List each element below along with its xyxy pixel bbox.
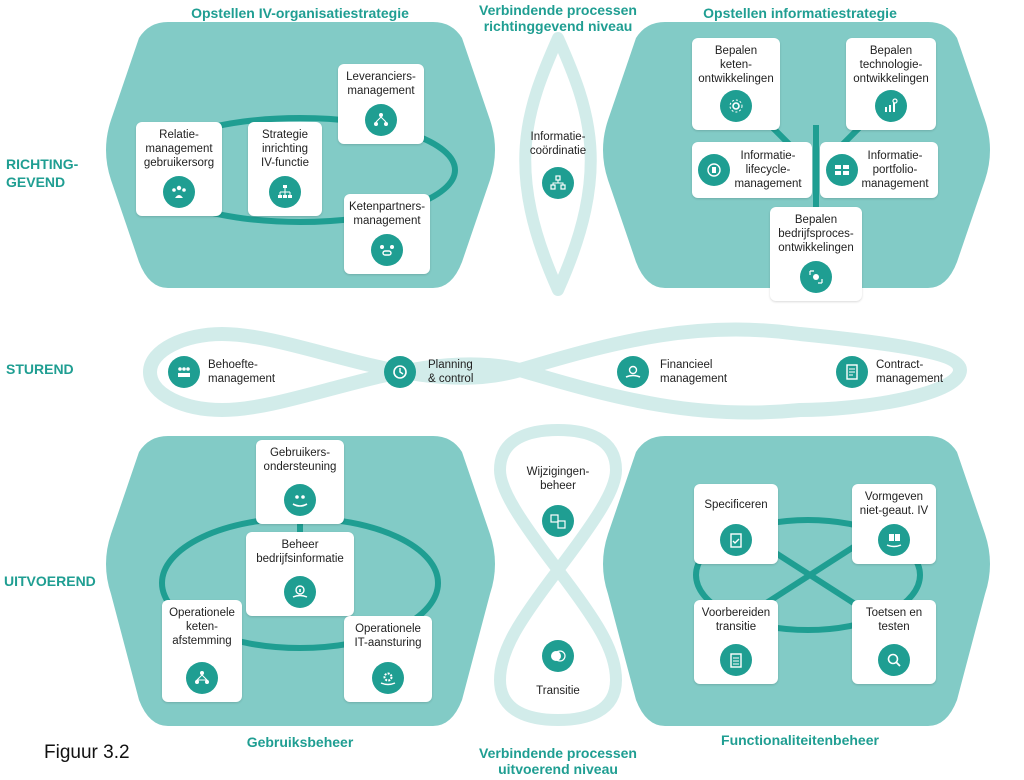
card-bepalen-ketenontwikkelingen: Bepalen keten- ontwikkelingen (692, 38, 780, 130)
card-label: Informatie- lifecycle- management (734, 150, 802, 190)
tech-chart-icon (875, 90, 907, 122)
magnifier-code-icon (878, 644, 910, 676)
ring-functionaliteitenbeheer (693, 517, 923, 633)
card-label: Beheer bedrijfsinformatie (256, 539, 344, 565)
card-operationele-it-aansturing: Operationele IT-aansturing (344, 616, 432, 702)
card-relatiemanagement: Relatie- management gebruikersorg (136, 122, 222, 216)
label-contractmanagement: Contract- management (876, 359, 944, 385)
gear-hands-icon (372, 662, 404, 694)
card-bepalen-technologieontwikkelingen: Bepalen technologie- ontwikkelingen (846, 38, 936, 130)
label-informatiecoordinatie: Informatie- coördinatie (529, 131, 587, 157)
card-toetsen-testen: Toetsen en testen (852, 600, 936, 684)
heading-verbindende-uitvoerend: Verbindende processen uitvoerend niveau (479, 745, 637, 777)
support-hands-icon (284, 484, 316, 516)
heading-verbindende-richtinggevend: Verbindende processen richtinggevend niv… (479, 2, 637, 34)
row-label-sturend: STUREND (6, 361, 74, 377)
card-label: Operationele keten- afstemming (169, 607, 235, 647)
info-hand-icon (284, 576, 316, 608)
card-label: Voorbereiden transitie (701, 607, 771, 633)
people-triangle-icon (186, 662, 218, 694)
card-label: Bepalen keten- ontwikkelingen (698, 45, 774, 85)
card-ketenpartnersmanagement: Ketenpartners- management (344, 194, 430, 274)
card-specificeren: Specificeren (694, 484, 778, 564)
hierarchy-icon (542, 167, 574, 199)
card-informatielifecyclemanagement: Informatie- lifecycle- management (692, 142, 812, 198)
card-label: Bepalen technologie- ontwikkelingen (853, 45, 929, 85)
heading-informatiestrategie: Opstellen informatiestrategie (703, 5, 897, 21)
card-label: Specificeren (704, 499, 768, 511)
band-sturend (142, 322, 968, 420)
row-label-uitvoerend: UITVOEREND (4, 573, 96, 589)
money-hand-icon (617, 356, 649, 388)
people-group-icon (163, 176, 195, 208)
contract-icon (836, 356, 868, 388)
card-label: Strategie inrichting IV-functie (261, 129, 309, 169)
card-informatieportfoliomanagement: Informatie- portfolio- management (820, 142, 938, 198)
card-label: Bepalen bedrijfsproces- ontwikkelingen (778, 214, 854, 254)
lifecycle-icon (698, 154, 730, 186)
documents-hands-icon (878, 524, 910, 556)
network-people-icon (365, 104, 397, 136)
cycle-control-icon (384, 356, 416, 388)
clipboard-check-icon (720, 524, 752, 556)
card-label: Toetsen en testen (865, 607, 923, 633)
lens-top-connector (519, 32, 597, 296)
card-label: Vormgeven niet-geaut. IV (859, 491, 929, 517)
figure-caption: Figuur 3.2 (44, 742, 130, 763)
card-strategie-inrichting: Strategie inrichting IV-functie (248, 122, 322, 216)
gear-network-icon (720, 90, 752, 122)
card-label: Leveranciers- management (346, 71, 416, 97)
band-bottom-connector (493, 423, 623, 727)
heading-iv-organisatiestrategie: Opstellen IV-organisatiestrategie (191, 5, 409, 21)
card-gebruikersondersteuning: Gebruikers- ondersteuning (256, 440, 344, 524)
card-label: Relatie- management gebruikersorg (143, 129, 215, 169)
change-ab-icon (542, 505, 574, 537)
chain-people-icon (371, 234, 403, 266)
card-label: Ketenpartners- management (348, 201, 426, 227)
card-vormgeven-niet-geautomatiseerd: Vormgeven niet-geaut. IV (852, 484, 936, 564)
label-planning-control: Planning & control (428, 359, 474, 385)
heading-functionaliteitenbeheer: Functionaliteitenbeheer (721, 732, 879, 748)
card-bepalen-bedrijfsprocesontwikkelingen: Bepalen bedrijfsproces- ontwikkelingen (770, 207, 862, 301)
checklist-icon (720, 644, 752, 676)
portfolio-grid-icon (826, 154, 858, 186)
label-wijzigingenbeheer: Wijzigingen- beheer (526, 466, 590, 492)
heading-gebruiksbeheer: Gebruiksbeheer (246, 734, 354, 750)
card-label: Operationele IT-aansturing (354, 623, 422, 649)
transition-icon (542, 640, 574, 672)
card-beheer-bedrijfsinformatie: Beheer bedrijfsinformatie (246, 532, 354, 616)
process-gear-icon (800, 261, 832, 293)
card-label: Gebruikers- ondersteuning (263, 447, 337, 473)
label-financieel-management: Financieel management (660, 359, 728, 385)
label-behoeftemanagement: Behoefte- management (208, 359, 276, 385)
label-transitie: Transitie (536, 685, 580, 697)
card-operationele-ketenafstemming: Operationele keten- afstemming (162, 600, 242, 702)
card-label: Informatie- portfolio- management (861, 150, 929, 190)
card-leveranciersmanagement: Leveranciers- management (338, 64, 424, 144)
row-label-richtinggevend: RICHTING- GEVEND (6, 156, 79, 190)
org-chart-icon (269, 176, 301, 208)
card-voorbereiden-transitie: Voorbereiden transitie (694, 600, 778, 684)
people-needs-icon (168, 356, 200, 388)
